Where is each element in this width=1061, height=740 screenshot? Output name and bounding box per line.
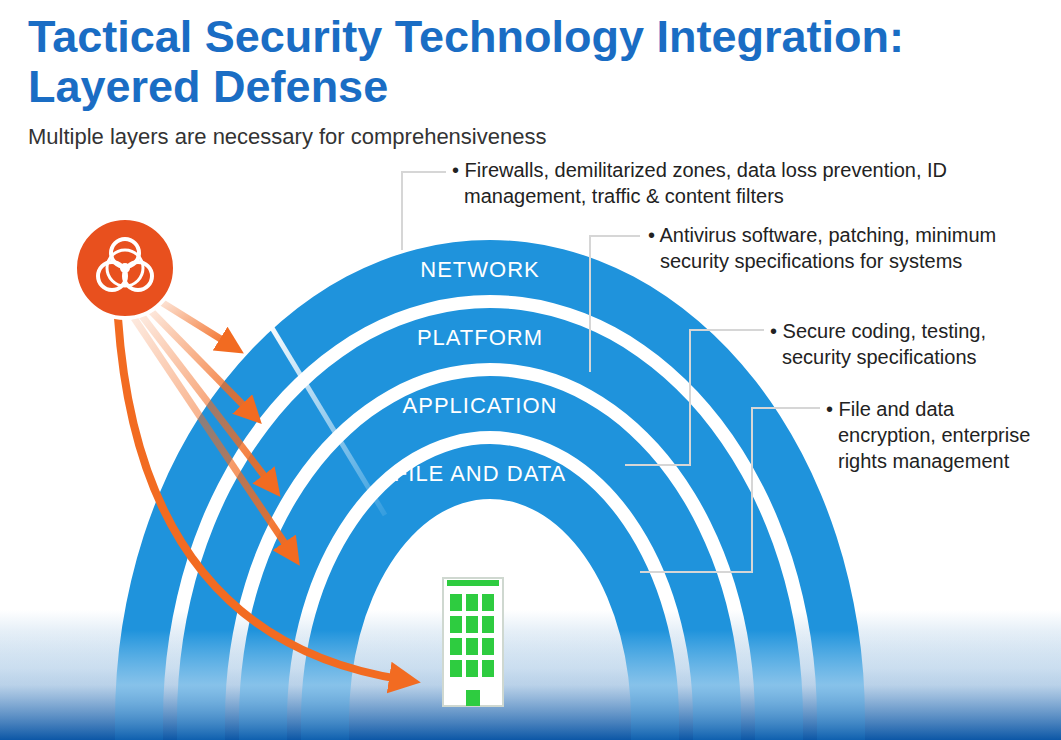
callout-text: • File and data encryption, enterprise r… <box>826 396 1043 474</box>
building-icon <box>443 578 503 706</box>
callout-text: • Firewalls, demilitarized zones, data l… <box>452 157 1054 209</box>
layer-label: FILE AND DATA <box>394 461 566 487</box>
layer-label: NETWORK <box>420 257 539 283</box>
layer-label: PLATFORM <box>417 325 543 351</box>
band-shape <box>301 444 679 740</box>
breach-arrow <box>118 318 405 680</box>
white-arrow <box>266 318 385 515</box>
attack-arrows <box>134 300 292 554</box>
layer-band: FILE AND DATA <box>301 444 679 740</box>
ground-fade <box>0 630 1061 740</box>
callout-text: • Antivirus software, patching, minimum … <box>648 222 1056 274</box>
subtitle: Multiple layers are necessary for compre… <box>28 124 728 150</box>
layer-label: APPLICATION <box>403 393 558 419</box>
biohazard-icon <box>75 218 175 318</box>
building-windows <box>450 594 494 677</box>
callout-text: • Secure coding, testing, security speci… <box>770 318 1052 370</box>
white-arrowhead <box>256 302 274 322</box>
title: Tactical Security Technology Integration… <box>28 12 1028 112</box>
